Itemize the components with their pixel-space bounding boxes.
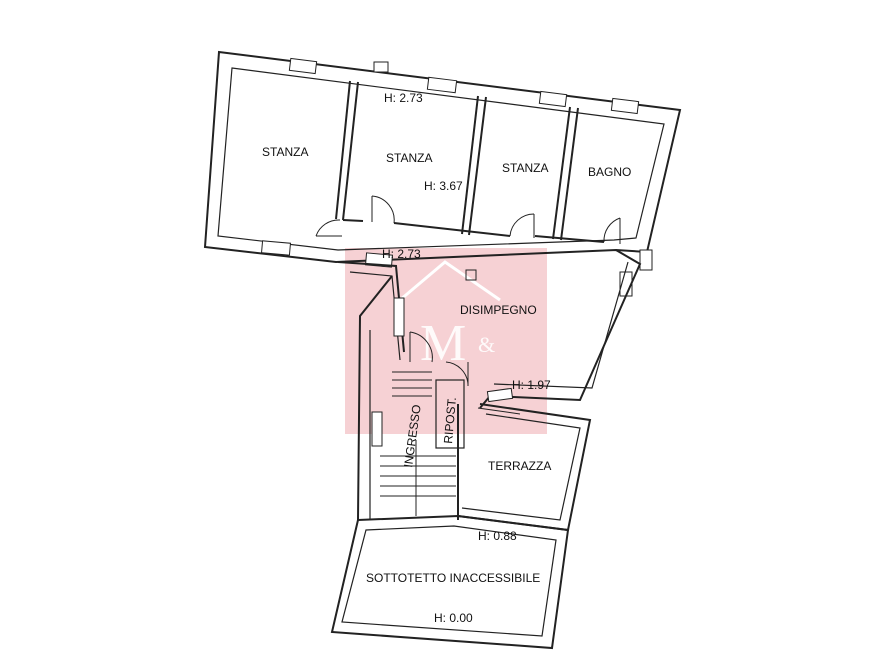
svg-text:M: M xyxy=(420,315,466,372)
height-mid: H: 2.73 xyxy=(382,247,421,261)
height-stanza: H: 3.67 xyxy=(424,179,463,193)
label-terrazza: TERRAZZA xyxy=(488,459,551,473)
height-labels: H: 2.73 H: 3.67 H: 2.73 H: 1.97 H: 0.88 … xyxy=(382,91,551,625)
watermark-logo: M & xyxy=(345,248,547,434)
height-disimpegno: H: 1.97 xyxy=(512,378,551,392)
height-terrazza: H: 0.88 xyxy=(478,529,517,543)
label-ripost: RIPOST. xyxy=(441,397,459,445)
upper-wing-walls xyxy=(203,50,682,264)
upper-doors xyxy=(315,195,621,244)
label-stanza-3: STANZA xyxy=(502,161,548,175)
stairs xyxy=(357,275,469,521)
label-stanza-1: STANZA xyxy=(262,145,308,159)
svg-text:&: & xyxy=(478,332,495,357)
label-sottotetto: SOTTOTETTO INACCESSIBILE xyxy=(366,571,540,585)
height-top: H: 2.73 xyxy=(384,91,423,105)
label-disimpegno: DISIMPEGNO xyxy=(460,303,537,317)
label-bagno: BAGNO xyxy=(588,165,631,179)
height-sottotetto: H: 0.00 xyxy=(434,611,473,625)
label-stanza-2: STANZA xyxy=(386,151,432,165)
sottotetto-walls xyxy=(330,514,570,650)
